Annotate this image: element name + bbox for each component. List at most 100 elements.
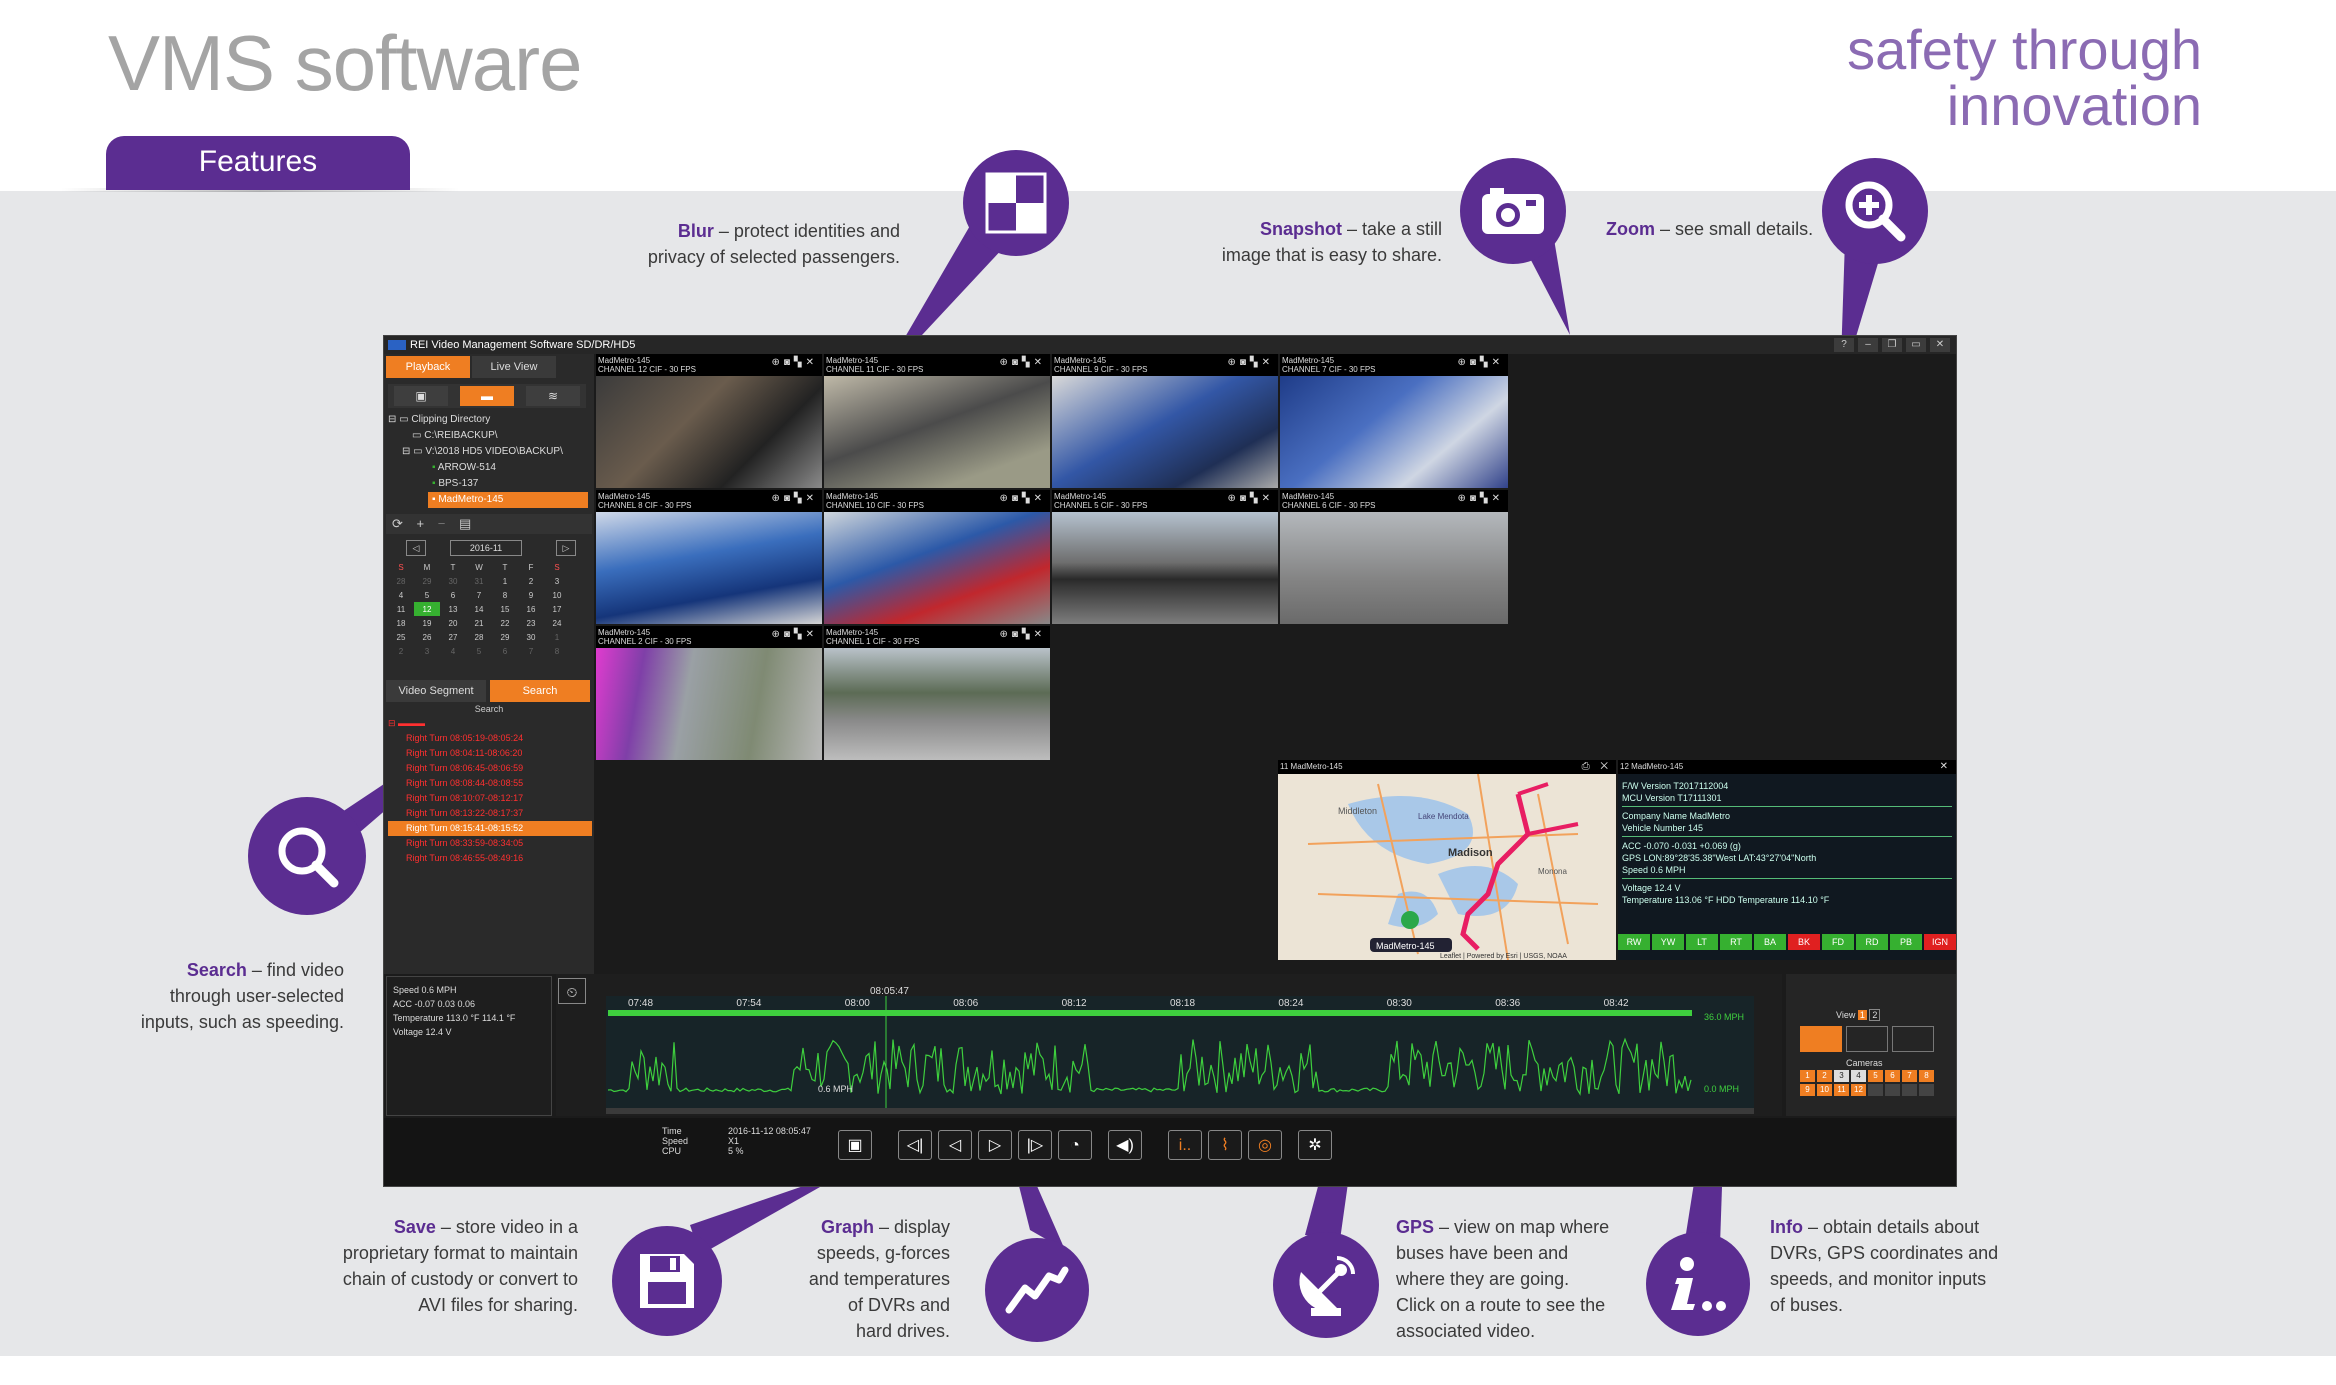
camera-select-button[interactable]: 4	[1851, 1070, 1866, 1082]
camera-select-button[interactable]: 12	[1851, 1084, 1866, 1096]
search-result-item[interactable]: Right Turn 08:46:55-08:49:16	[406, 853, 524, 863]
zoom-icon[interactable]: ⊕	[999, 357, 1012, 368]
calendar-day[interactable]: 2	[528, 576, 534, 586]
blur-icon[interactable]: ▚	[1249, 357, 1262, 368]
wifi-icon[interactable]: ≋	[526, 386, 580, 406]
maximize-icon[interactable]: ▭	[1906, 338, 1926, 352]
reverse-play-button[interactable]: ◁	[938, 1130, 972, 1160]
blur-icon[interactable]: ▚	[793, 629, 806, 640]
calendar-day[interactable]: 14	[474, 604, 484, 614]
camera-select-button[interactable]: 7	[1902, 1070, 1917, 1082]
map-panel-icons[interactable]: ⎙ ✕	[1581, 761, 1612, 772]
list-icon[interactable]: ▤	[458, 516, 472, 531]
tab-live-view[interactable]: Live View	[472, 356, 556, 378]
tab-playback[interactable]: Playback	[386, 356, 470, 378]
folder-icon[interactable]: ▬	[460, 386, 514, 406]
calendar-day[interactable]: 6	[450, 590, 456, 600]
calendar-day[interactable]: 4	[398, 590, 404, 600]
settings-button[interactable]: ✲	[1298, 1130, 1332, 1160]
close-icon[interactable]: ✕	[1261, 493, 1274, 504]
add-icon[interactable]: +	[416, 516, 425, 531]
calendar-day[interactable]: 24	[552, 618, 562, 628]
close-icon[interactable]: ✕	[1261, 357, 1274, 368]
camera-icon[interactable]: ◙	[1239, 493, 1250, 504]
step-back-button[interactable]: ◁|	[898, 1130, 932, 1160]
close-icon[interactable]: ✕	[1033, 629, 1046, 640]
calendar-day[interactable]: 5	[424, 590, 430, 600]
calendar-day[interactable]: 20	[448, 618, 458, 628]
layout-grid-3x3-icon[interactable]	[1846, 1026, 1888, 1052]
calendar-day[interactable]: 29	[500, 632, 510, 642]
camera-select-button[interactable]: 8	[1919, 1070, 1934, 1082]
camera-select-button[interactable]	[1902, 1084, 1917, 1096]
calendar-day[interactable]: 23	[526, 618, 536, 628]
camera-select-button[interactable]: 10	[1817, 1084, 1832, 1096]
tree-item-hd5-backup[interactable]: ⊟ ▭ V:\2018 HD5 VIDEO\BACKUP\	[402, 446, 563, 457]
layout-grid-4x3-icon[interactable]	[1800, 1026, 1842, 1052]
camera-icon[interactable]: ◙	[783, 629, 794, 640]
tab-video-segment[interactable]: Video Segment	[386, 680, 486, 702]
zoom-icon[interactable]: ⊕	[999, 629, 1012, 640]
camera-icon[interactable]: ◙	[783, 493, 794, 504]
calendar-day[interactable]: 28	[474, 632, 484, 642]
camera-select-button[interactable]	[1885, 1084, 1900, 1096]
calendar-day[interactable]: 22	[500, 618, 510, 628]
calendar-day[interactable]: 26	[422, 632, 432, 642]
search-result-item[interactable]: Right Turn 08:08:44-08:08:55	[406, 778, 524, 788]
play-button[interactable]: ▷	[978, 1130, 1012, 1160]
zoom-icon[interactable]: ⊕	[1457, 357, 1470, 368]
close-icon[interactable]: ✕	[1930, 338, 1950, 352]
camera-icon[interactable]: ◙	[1469, 493, 1480, 504]
calendar-day[interactable]: 15	[500, 604, 510, 614]
calendar-day[interactable]: 3	[554, 576, 560, 586]
calendar-day[interactable]: 18	[396, 618, 406, 628]
blur-icon[interactable]: ▚	[1021, 357, 1034, 368]
calendar-day[interactable]: 4	[450, 646, 456, 656]
calendar-day[interactable]: 3	[424, 646, 430, 656]
calendar-day[interactable]: 6	[502, 646, 508, 656]
calendar-day[interactable]: 8	[502, 590, 508, 600]
zoom-icon[interactable]: ⊕	[1227, 493, 1240, 504]
camera-icon[interactable]: ◙	[1469, 357, 1480, 368]
tree-item-bps-137[interactable]: ▪ BPS-137	[388, 476, 588, 492]
camera-icon[interactable]: ◙	[1011, 493, 1022, 504]
camera-select-button[interactable]	[1868, 1084, 1883, 1096]
camera-icon[interactable]: ◙	[1011, 629, 1022, 640]
camera-icon[interactable]: ◙	[783, 357, 794, 368]
camera-select-button[interactable]: 1	[1800, 1070, 1815, 1082]
volume-button[interactable]: ◀)	[1108, 1130, 1142, 1160]
calendar-day[interactable]: 9	[528, 590, 534, 600]
remove-icon[interactable]: −	[437, 516, 446, 531]
calendar-day[interactable]: 21	[474, 618, 484, 628]
camera-icon[interactable]: ◙	[1239, 357, 1250, 368]
calendar-day[interactable]: 29	[422, 576, 432, 586]
zoom-icon[interactable]: ⊕	[999, 493, 1012, 504]
camera-select-button[interactable]: 11	[1834, 1084, 1849, 1096]
calendar-day[interactable]: 1	[554, 632, 560, 642]
blur-icon[interactable]: ▚	[793, 357, 806, 368]
refresh-icon[interactable]: ⟳	[392, 516, 403, 531]
close-icon[interactable]: ✕	[805, 493, 818, 504]
calendar-day[interactable]: 11	[396, 604, 406, 614]
camera-select-button[interactable]: 5	[1868, 1070, 1883, 1082]
minimize-icon[interactable]: –	[1858, 338, 1878, 352]
calendar-day[interactable]: 13	[448, 604, 458, 614]
tree-item-madmetro-145[interactable]: ▪ MadMetro-145	[428, 492, 588, 508]
blur-icon[interactable]: ▚	[793, 493, 806, 504]
camera-select-button[interactable]: 3	[1834, 1070, 1849, 1082]
zoom-icon[interactable]: ⊕	[771, 493, 784, 504]
search-result-item[interactable]: Right Turn 08:10:07-08:12:17	[406, 793, 524, 803]
calendar-day[interactable]: 16	[526, 604, 536, 614]
search-result-item[interactable]: Right Turn 08:05:19-08:05:24	[406, 733, 524, 743]
tree-item-reibackup[interactable]: ▭ C:\REIBACKUP\	[412, 430, 498, 441]
zoom-icon[interactable]: ⊕	[1227, 357, 1240, 368]
slow-motion-button[interactable]: ◔	[1058, 1130, 1092, 1160]
calendar-day[interactable]: 5	[476, 646, 482, 656]
search-result-item[interactable]: Right Turn 08:33:59-08:34:05	[406, 838, 524, 848]
